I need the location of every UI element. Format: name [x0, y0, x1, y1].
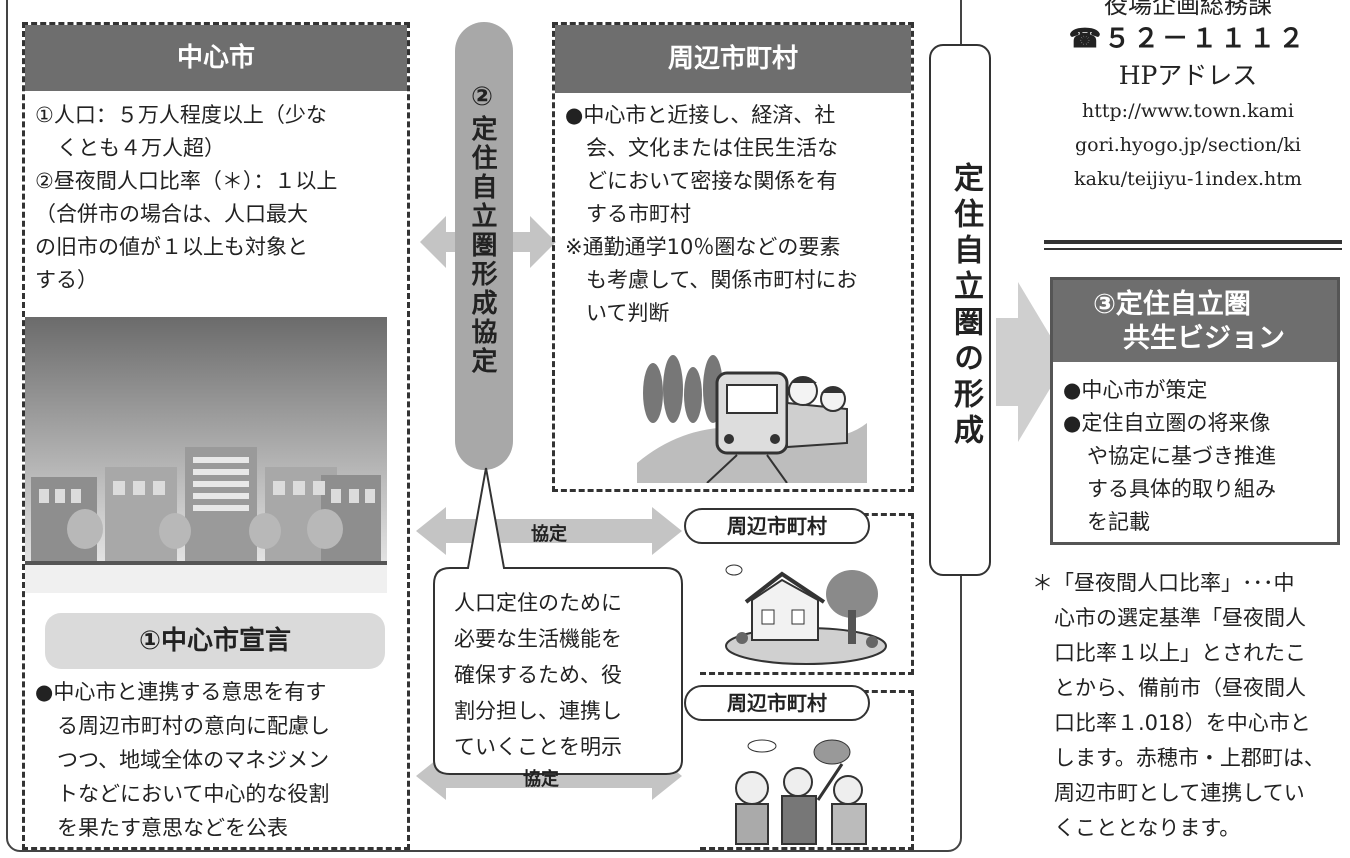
vision-box: ③定住自立圏 共生ビジョン ●中心市が策定 ●定住自立圏の将来像 や協定に基づき…: [1050, 277, 1340, 545]
big-right-arrow: [996, 282, 1066, 442]
declaration-text: ●中心市と連携する意思を有す る周辺市町村の意向に配慮し つつ、地域全体のマネジ…: [35, 675, 407, 845]
surrounding-line: ※通勤通学10％圏などの要素: [565, 235, 841, 259]
central-city-box: 中心市 ①人口：５万人程度以上（少な くとも４万人超） ②昼夜間人口比率（＊）：…: [22, 22, 410, 850]
footnote-line: 周辺市町として連携してい: [1054, 781, 1305, 805]
contact-url[interactable]: http://www.town.kami gori.hyogo.jp/secti…: [1030, 94, 1346, 196]
surrounding-line: ●中心市と近接し、経済、社: [565, 103, 836, 127]
surrounding-line: いて判断: [565, 301, 670, 325]
criteria-line: ②昼夜間人口比率（＊）：１以上: [35, 169, 338, 193]
contact-info: 役場企画総務課 ☎５２－１１１２ HPアドレス http://www.town.…: [1030, 0, 1346, 196]
formation-label: 定住自立圏の形成: [948, 162, 983, 450]
footnote-line: 口比率１以上」とされたこ: [1054, 641, 1306, 665]
criteria-line: する）: [35, 268, 98, 292]
contact-divider: [1044, 240, 1342, 244]
agreement-pill-label: ②定住自立圏形成協定: [467, 82, 497, 376]
vision-title-line2: 共生ビジョン: [1123, 323, 1285, 354]
bubble-line: 割分担し、連携し: [454, 699, 622, 723]
vision-header: ③定住自立圏 共生ビジョン: [1053, 280, 1337, 362]
house-illustration: [725, 564, 887, 665]
footnote-line: ＊「昼夜間人口比率」･･･中: [1032, 571, 1295, 595]
declaration-line: を果たす意思などを公表: [57, 816, 288, 840]
central-city-header: 中心市: [25, 25, 407, 91]
url-line: kaku/teijiyu-1index.htm: [1074, 168, 1302, 190]
surrounding-municipality-box: 周辺市町村 ●中心市と近接し、経済、社 会、文化または住民生活な どにおいて密接…: [552, 22, 914, 492]
declaration-line: ●中心市と連携する意思を有す: [35, 680, 327, 704]
bubble-line: ていくことを明示: [454, 735, 622, 759]
formation-box: 定住自立圏の形成: [929, 44, 991, 576]
vision-item: や協定に基づき推進: [1087, 444, 1276, 468]
vision-item: する具体的取り組み: [1087, 477, 1276, 501]
footnote: ＊「昼夜間人口比率」･･･中 心市の選定基準「昼夜間人 口比率１以上」とされたこ…: [1032, 566, 1344, 846]
small-municipality-label: 周辺市町村: [684, 508, 870, 544]
surrounding-header: 周辺市町村: [555, 25, 911, 93]
vision-item: ●定住自立圏の将来像: [1063, 411, 1271, 435]
surrounding-line: する市町村: [565, 202, 691, 226]
agreement-label: 協定: [523, 769, 559, 790]
bubble-line: 必要な生活機能を: [454, 627, 622, 651]
surrounding-line: 会、文化または住民生活な: [565, 136, 838, 160]
vision-title-line1: ③定住自立圏: [1093, 289, 1251, 320]
vision-item: ●中心市が策定: [1063, 378, 1208, 402]
central-criteria: ①人口：５万人程度以上（少な くとも４万人超） ②昼夜間人口比率（＊）：１以上 …: [35, 99, 401, 297]
footnote-line: します。赤穂市・上郡町は、: [1054, 746, 1325, 770]
declaration-line: つつ、地域全体のマネジメン: [57, 748, 330, 772]
contact-department: 役場企画総務課: [1104, 0, 1272, 19]
declaration-line: る周辺市町村の意向に配慮し: [57, 714, 330, 738]
footnote-line: 心市の選定基準「昼夜間人: [1054, 606, 1306, 630]
bubble-line: 人口定住のために: [454, 591, 622, 615]
contact-phone: ☎５２－１１１２: [1068, 24, 1308, 54]
criteria-line: くとも４万人超）: [57, 136, 225, 160]
explanation-text: 人口定住のために 必要な生活機能を 確保するため、役 割分担し、連携し ていくこ…: [454, 585, 664, 765]
people-illustration: [735, 739, 867, 845]
footnote-line: くこととなります。: [1054, 816, 1241, 840]
small-municipality-label: 周辺市町村: [684, 685, 870, 721]
vision-item: を記載: [1087, 510, 1150, 534]
contact-hp-label: HPアドレス: [1118, 61, 1258, 90]
criteria-line: の旧市の値が１以上も対象と: [35, 235, 308, 259]
vision-text: ●中心市が策定 ●定住自立圏の将来像 や協定に基づき推進 する具体的取り組み を…: [1063, 374, 1337, 539]
surrounding-text: ●中心市と近接し、経済、社 会、文化または住民生活な どにおいて密接な関係を有 …: [565, 99, 907, 330]
footnote-line: 口比率１.018）を中心市と: [1054, 711, 1311, 735]
agreement-label: 協定: [531, 524, 567, 545]
train-illustration: [637, 355, 867, 483]
surrounding-line: も考慮して、関係市町村にお: [565, 268, 858, 292]
declaration-title: ①中心市宣言: [45, 613, 385, 669]
bubble-line: 確保するため、役: [454, 663, 622, 687]
surrounding-line: どにおいて密接な関係を有: [565, 169, 838, 193]
city-illustration: [25, 317, 387, 593]
agreement-pill: ②定住自立圏形成協定: [455, 22, 513, 470]
criteria-line: （合併市の場合は、人口最大: [35, 202, 308, 226]
url-line: http://www.town.kami: [1082, 100, 1294, 122]
footnote-line: とから、備前市（昼夜間人: [1054, 676, 1306, 700]
criteria-line: ①人口：５万人程度以上（少な: [35, 103, 327, 127]
contact-divider: [1044, 248, 1342, 250]
declaration-line: トなどにおいて中心的な役割: [57, 782, 330, 806]
url-line: gori.hyogo.jp/section/ki: [1075, 134, 1301, 156]
explanation-bubble: [433, 467, 683, 775]
